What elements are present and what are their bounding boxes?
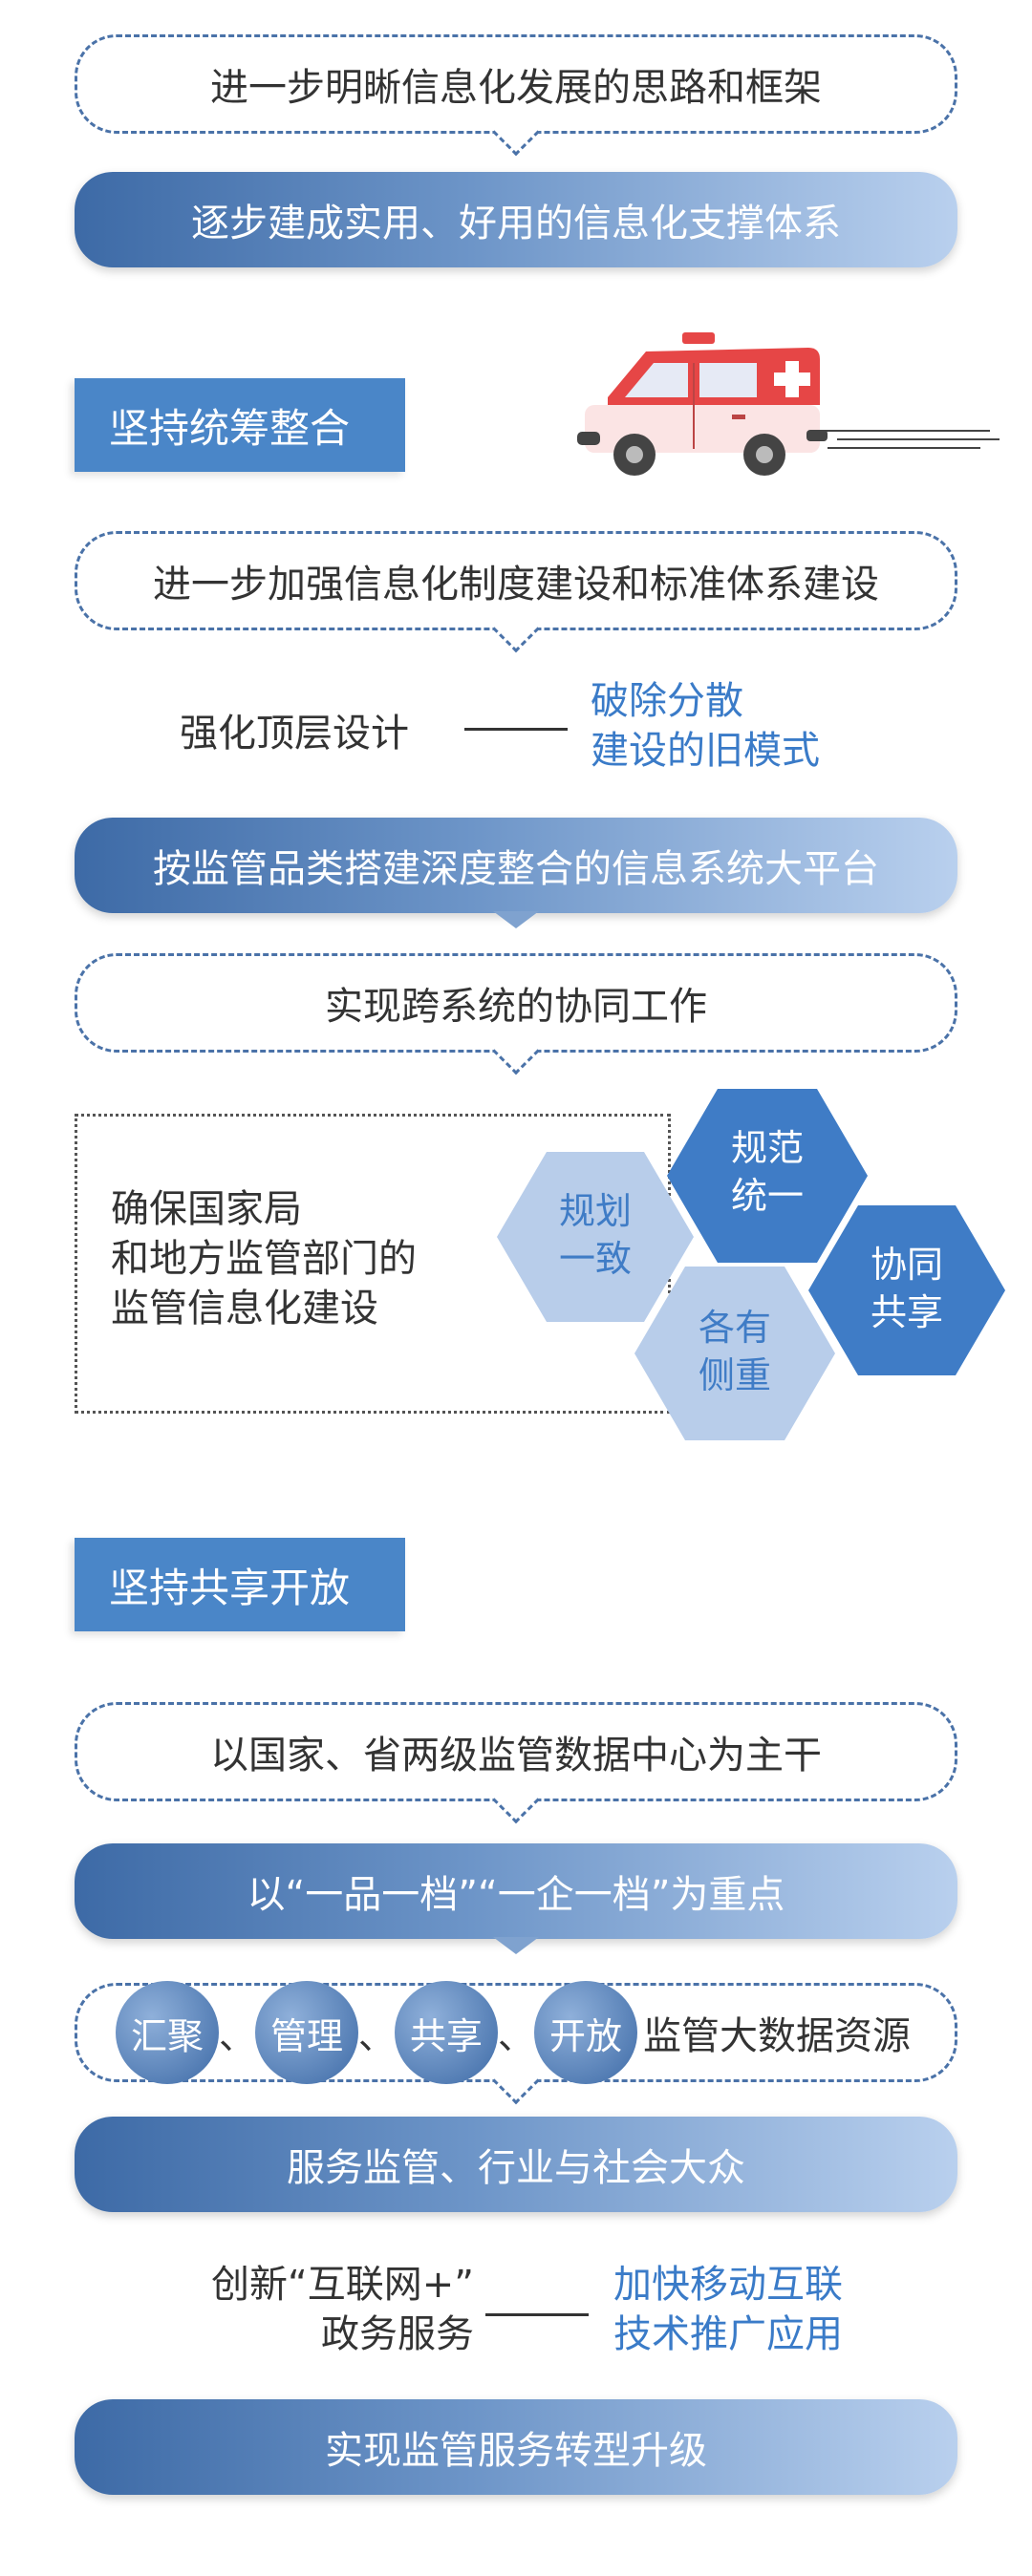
notch xyxy=(492,1027,540,1075)
big-data-box: 汇聚 、 管理 、 共享 、 开放 监管大数据资源 xyxy=(75,1981,957,2105)
support-system-text: 逐步建成实用、好用的信息化支撑体系 xyxy=(191,202,841,245)
service-text: 服务监管、行业与社会大众 xyxy=(287,2146,745,2190)
service-pill: 服务监管、行业与社会大众 xyxy=(75,2117,957,2212)
standards-text: 进一步加强信息化制度建设和标准体系建设 xyxy=(153,563,879,607)
internet-line-2: 政务服务 xyxy=(321,2312,474,2356)
notch xyxy=(492,605,540,653)
assurance-line-3: 监管信息化建设 xyxy=(111,1287,378,1331)
mobile-line-1: 加快移动互联 xyxy=(613,2263,843,2307)
mobile-tech-text: 加快移动互联 技术推广应用 xyxy=(613,2260,843,2359)
circle-gather: 汇聚 xyxy=(116,1981,219,2084)
connector-line xyxy=(485,2313,589,2316)
idea-box: 进一步明晰信息化发展的思路和框架 xyxy=(75,34,957,157)
section-tag-integration: 坚持统筹整合 xyxy=(75,378,405,472)
notch xyxy=(492,2056,540,2105)
break-old-mode-text: 破除分散 建设的旧模式 xyxy=(591,676,820,776)
transformation-text: 实现监管服务转型升级 xyxy=(325,2429,707,2473)
collab-box: 实现跨系统的协同工作 xyxy=(75,953,957,1075)
assurance-text: 确保国家局 和地方监管部门的 监管信息化建设 xyxy=(111,1184,417,1333)
circle-manage: 管理 xyxy=(255,1981,359,2084)
hex-focus-l2: 侧重 xyxy=(698,1354,771,1396)
notch xyxy=(492,108,540,157)
hex-share-l2: 共享 xyxy=(870,1291,943,1333)
collab-text: 实现跨系统的协同工作 xyxy=(325,985,707,1029)
hex-focus-l1: 各有 xyxy=(698,1307,771,1349)
assurance-line-2: 和地方监管部门的 xyxy=(111,1237,417,1281)
hex-focus: 各有 侧重 xyxy=(634,1267,835,1440)
section-tag-sharing: 坚持共享开放 xyxy=(75,1538,405,1631)
archive-focus-pill: 以“一品一档”“一企一档”为重点 xyxy=(75,1843,957,1954)
hex-planning: 规划 一致 xyxy=(497,1152,694,1322)
break-line-1: 破除分散 xyxy=(591,679,743,723)
circle-open: 开放 xyxy=(534,1981,638,2084)
circle-share: 共享 xyxy=(395,1981,499,2084)
hex-standard: 规范 统一 xyxy=(667,1089,868,1263)
mobile-line-2: 技术推广应用 xyxy=(613,2312,843,2356)
ambulance-icon xyxy=(577,332,1000,476)
internet-plus-text: 创新“互联网+” 政务服务 xyxy=(153,2260,474,2359)
sep: 、 xyxy=(219,2014,256,2057)
assurance-line-1: 确保国家局 xyxy=(111,1187,302,1231)
standards-box: 进一步加强信息化制度建设和标准体系建设 xyxy=(75,531,957,653)
idea-text: 进一步明晰信息化发展的思路和框架 xyxy=(210,66,822,110)
data-center-box: 以国家、省两级监管数据中心为主干 xyxy=(75,1702,957,1824)
support-system-pill: 逐步建成实用、好用的信息化支撑体系 xyxy=(75,172,957,267)
hex-share: 协同 共享 xyxy=(808,1205,1005,1375)
notch xyxy=(492,1776,540,1824)
notch xyxy=(493,911,539,928)
connector-line xyxy=(464,728,568,731)
big-data-text: 监管大数据资源 xyxy=(643,2014,912,2058)
hex-share-l1: 协同 xyxy=(870,1244,943,1286)
hex-standard-l1: 规范 xyxy=(730,1127,804,1169)
data-center-text: 以国家、省两级监管数据中心为主干 xyxy=(210,1734,822,1778)
sep: 、 xyxy=(498,2014,535,2057)
internet-line-1: 创新“互联网+” xyxy=(211,2263,474,2307)
archive-focus-text: 以“一品一档”“一企一档”为重点 xyxy=(247,1873,785,1917)
hex-standard-l2: 统一 xyxy=(730,1175,804,1217)
top-design-text: 强化顶层设计 xyxy=(180,712,409,756)
transformation-pill: 实现监管服务转型升级 xyxy=(75,2399,957,2495)
sep: 、 xyxy=(358,2014,396,2057)
hex-planning-l1: 规划 xyxy=(558,1190,632,1232)
hex-planning-l2: 一致 xyxy=(558,1238,632,1280)
notch xyxy=(493,1937,539,1954)
platform-pill: 按监管品类搭建深度整合的信息系统大平台 xyxy=(75,818,957,928)
platform-text: 按监管品类搭建深度整合的信息系统大平台 xyxy=(153,847,879,891)
break-line-2: 建设的旧模式 xyxy=(591,729,820,773)
